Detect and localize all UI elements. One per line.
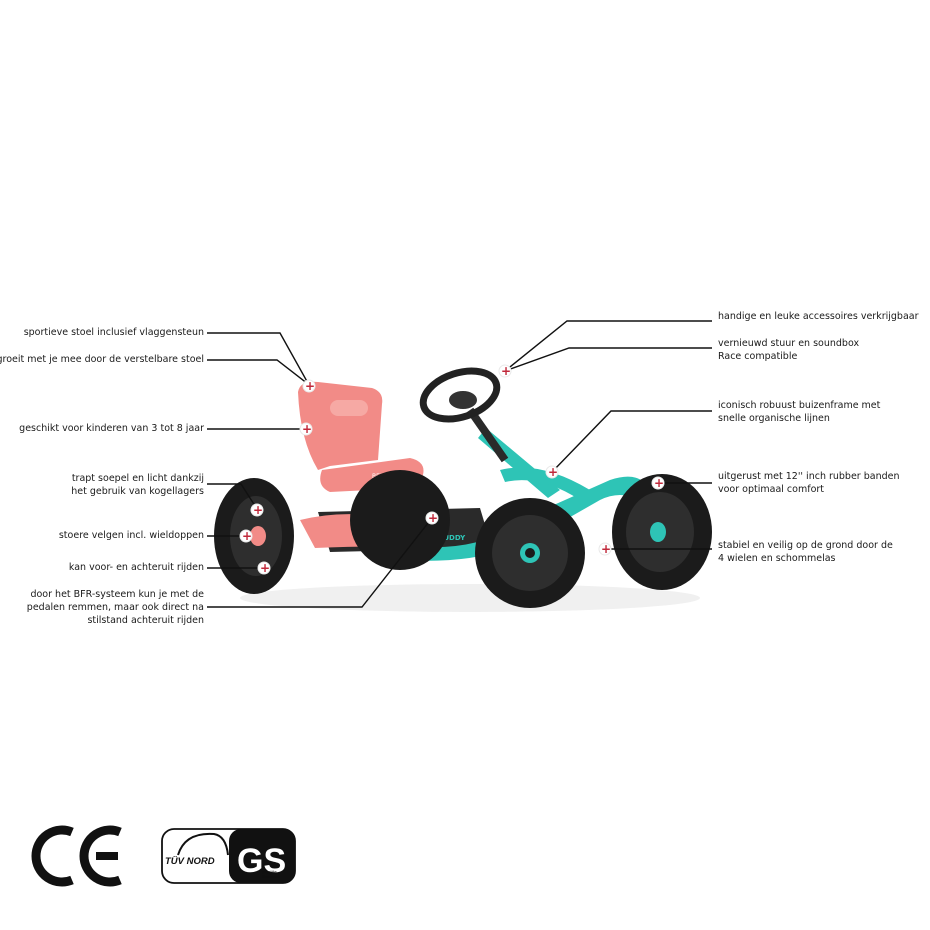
feature-label-tyres: uitgerust met 12'' inch rubber banden vo… <box>718 471 900 495</box>
svg-text:+: + <box>253 503 263 517</box>
hotspot-bearings[interactable]: + <box>250 503 264 517</box>
feature-label-stable: stabiel en veilig op de grond door de 4 … <box>718 540 893 564</box>
svg-text:+: + <box>428 511 438 525</box>
feature-label-seat-adjust: groeit met je mee door de verstelbare st… <box>0 354 204 365</box>
hotspot-rims[interactable]: + <box>239 529 253 543</box>
feature-label-bearings: trapt soepel en licht dankzij het gebrui… <box>71 473 204 497</box>
gs-text: GS <box>237 842 286 880</box>
feature-label-frame: iconisch robuust buizenframe met snelle … <box>718 400 881 424</box>
svg-text:+: + <box>302 422 312 436</box>
steering-column <box>466 407 509 463</box>
hotspot-steering[interactable]: + <box>498 364 512 378</box>
frame-arch <box>500 467 590 500</box>
svg-text:+: + <box>601 542 611 556</box>
kart-model-text: BUDDY <box>438 534 466 542</box>
rear-left-wheel <box>214 478 294 594</box>
svg-text:+: + <box>305 379 315 393</box>
hotspot-frame[interactable]: + <box>545 465 559 479</box>
hotspot-bfr[interactable]: + <box>425 511 439 525</box>
hotspot-reverse[interactable]: + <box>257 561 271 575</box>
svg-text:+: + <box>260 561 270 575</box>
seat-slot <box>330 400 368 416</box>
ground-shadow <box>240 584 700 612</box>
feature-label-age: geschikt voor kinderen van 3 tot 8 jaar <box>19 423 204 434</box>
gs-sub1: geprüfte <box>262 869 277 874</box>
svg-text:+: + <box>548 465 558 479</box>
hotspot-seat[interactable]: + <box>302 379 316 393</box>
feature-label-accessories: handige en leuke accessoires verkrijgbaa… <box>718 311 919 322</box>
hotspot-age[interactable]: + <box>299 422 313 436</box>
feature-label-reverse: kan voor- en achteruit rijden <box>68 562 204 573</box>
ce-mark-logo <box>31 825 122 887</box>
feature-label-steering: vernieuwd stuur en soundbox Race compati… <box>718 338 860 362</box>
feature-label-rims: stoere velgen incl. wieldoppen <box>58 530 204 541</box>
tuv-gs-logo: TÜV NORD GS geprüfte Sicherheit <box>161 828 296 884</box>
svg-text:+: + <box>501 364 511 378</box>
steering-wheel[interactable] <box>417 362 503 427</box>
front-left-wheel <box>475 498 585 608</box>
front-right-wheel <box>612 474 712 590</box>
hotspot-tyres[interactable]: + <box>651 476 665 490</box>
steering-hub <box>449 391 477 409</box>
tuv-nord-text: TÜV NORD <box>165 856 215 867</box>
svg-text:+: + <box>242 529 252 543</box>
svg-text:+: + <box>654 476 664 490</box>
feature-label-seat: sportieve stoel inclusief vlaggensteun <box>23 327 204 338</box>
feature-label-bfr: door het BFR-systeem kun je met de pedal… <box>26 589 204 626</box>
gs-sub2: Sicherheit <box>262 874 281 879</box>
rear-right-wheel <box>350 470 450 570</box>
hotspot-stable[interactable]: + <box>598 542 612 556</box>
